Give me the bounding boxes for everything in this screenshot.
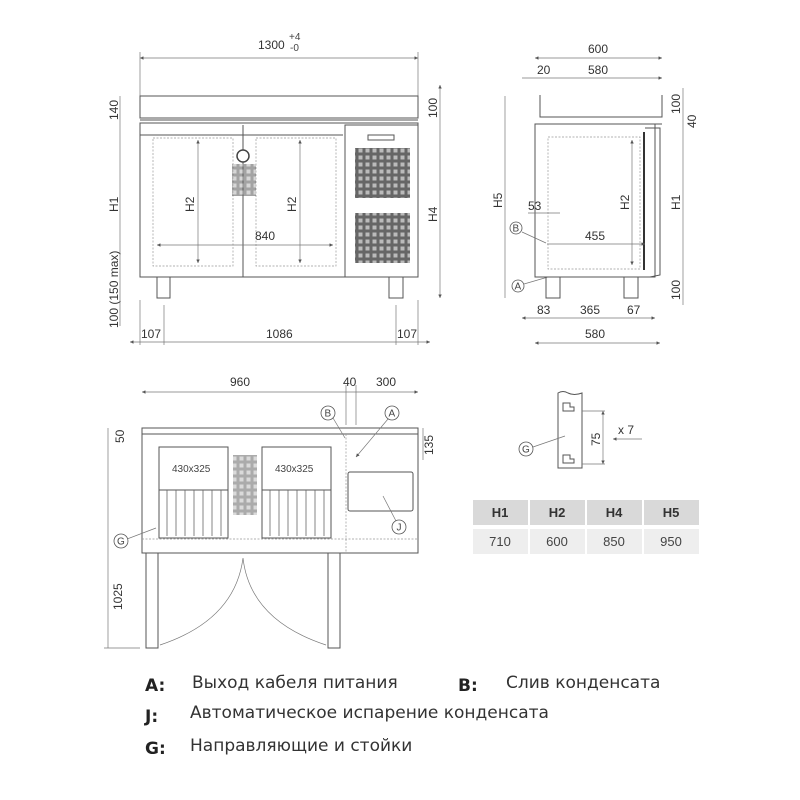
base-depth-dim: 580 bbox=[585, 327, 605, 341]
plan-marker-g: G bbox=[117, 537, 125, 548]
legend-text-j: Автоматическое испарение конденсата bbox=[190, 703, 549, 723]
lip-dim: 20 bbox=[537, 63, 551, 77]
evaporator-grille bbox=[233, 455, 257, 515]
h5-label: H5 bbox=[491, 192, 505, 208]
marker-a-circle bbox=[511, 279, 525, 293]
legend: A: Выход кабеля питания B: Слив конденса… bbox=[144, 673, 660, 759]
plan-marker-b-circle bbox=[320, 405, 336, 421]
plan-marker-a-circle bbox=[384, 405, 400, 421]
side-gap-dim: 40 bbox=[685, 114, 699, 128]
leg-front-dim: 83 bbox=[537, 303, 551, 317]
control-display bbox=[367, 134, 395, 141]
side-worktop-dim: 100 bbox=[669, 94, 683, 114]
marker-a: A bbox=[515, 282, 522, 293]
rail-count: x 7 bbox=[618, 423, 634, 437]
legend-text-b: Слив конденсата bbox=[506, 673, 660, 693]
left-door-glass bbox=[152, 137, 234, 267]
table-header: H1 bbox=[492, 505, 509, 520]
table-header: H4 bbox=[606, 505, 623, 520]
rail-marker-g-circle bbox=[518, 441, 534, 457]
top-margin-dim: 50 bbox=[113, 429, 127, 443]
table-cell: 600 bbox=[546, 534, 568, 549]
leg-left bbox=[156, 276, 171, 299]
inner-depth-dim: 580 bbox=[588, 63, 608, 77]
legend-key-b: B: bbox=[458, 676, 478, 696]
plan-body bbox=[141, 427, 419, 554]
leg-back-dim: 67 bbox=[627, 303, 641, 317]
evaporation-tray bbox=[347, 471, 414, 512]
pan-right-size: 430x325 bbox=[275, 464, 314, 475]
leg-right bbox=[388, 276, 404, 299]
comp-depth-dim: 135 bbox=[422, 435, 436, 455]
leg-span-dim: 1086 bbox=[266, 327, 293, 341]
tolerance-plus: +4 bbox=[289, 32, 301, 43]
table-header: H5 bbox=[663, 505, 680, 520]
plan-view: 960 40 300 430x325 430x325 1025 50 135 B… bbox=[104, 375, 436, 649]
plan-marker-j: J bbox=[397, 523, 402, 534]
h4-label: H4 bbox=[426, 206, 440, 222]
tolerance-minus: -0 bbox=[290, 43, 299, 54]
worktop bbox=[139, 95, 419, 119]
rail-detail: 75 x 7 G bbox=[518, 391, 642, 469]
table-cell: 710 bbox=[489, 534, 511, 549]
side-view: 600 20 580 H5 H2 53 455 B A 100 40 H1 10… bbox=[491, 42, 699, 345]
pan-left bbox=[158, 446, 229, 539]
rail-pitch-dim: 75 bbox=[589, 432, 603, 446]
cabinet-width-dim: 960 bbox=[230, 375, 250, 389]
side-h2-label: H2 bbox=[618, 194, 632, 210]
plan-marker-b: B bbox=[325, 409, 332, 420]
side-h1-label: H1 bbox=[669, 194, 683, 210]
h2-right-label: H2 bbox=[285, 196, 299, 212]
marker-b-circle bbox=[509, 221, 523, 235]
legend-key-a: A: bbox=[145, 676, 165, 696]
depth-dim: 600 bbox=[588, 42, 608, 56]
wall-dim: 40 bbox=[343, 375, 357, 389]
right-door-glass bbox=[255, 137, 337, 267]
marker-b: B bbox=[513, 224, 520, 235]
pan-left-size: 430x325 bbox=[172, 464, 211, 475]
leg-height-dim: 100 (150 max) bbox=[107, 251, 121, 328]
vent-grille bbox=[232, 164, 256, 196]
lower-grille bbox=[355, 213, 410, 263]
top-height-dim: 140 bbox=[107, 100, 121, 120]
side-leg-span-dim: 365 bbox=[580, 303, 600, 317]
table-header: H2 bbox=[549, 505, 566, 520]
worktop-dim: 100 bbox=[426, 98, 440, 118]
width-dim: 1300 bbox=[258, 38, 285, 52]
total-depth-dim: 1025 bbox=[111, 583, 125, 610]
dimension-table: H1 H2 H4 H5 710 600 850 950 bbox=[473, 500, 699, 554]
drain-width-dim: 455 bbox=[585, 229, 605, 243]
plan-marker-j-circle bbox=[391, 519, 407, 535]
table-cell: 950 bbox=[660, 534, 682, 549]
leg-right-dim: 107 bbox=[397, 327, 417, 341]
thermostat-icon bbox=[236, 149, 250, 163]
leg-left-dim: 107 bbox=[141, 327, 161, 341]
legend-key-j: J: bbox=[144, 707, 158, 727]
side-body bbox=[534, 123, 656, 278]
front-view: 1300 +4 -0 H2 H2 840 140 H1 100 (150 max… bbox=[107, 32, 442, 345]
legend-text-a: Выход кабеля питания bbox=[192, 673, 398, 693]
inner-width-dim: 840 bbox=[255, 229, 275, 243]
upper-grille bbox=[355, 148, 410, 198]
legend-text-g: Направляющие и стойки bbox=[190, 736, 412, 756]
rail-marker-g: G bbox=[522, 445, 530, 456]
pan-right bbox=[261, 446, 332, 539]
h1-label: H1 bbox=[107, 196, 121, 212]
legend-key-g: G: bbox=[145, 739, 166, 759]
drain-offset-dim: 53 bbox=[528, 199, 542, 213]
plan-marker-g-circle bbox=[113, 533, 129, 549]
h2-left-label: H2 bbox=[183, 196, 197, 212]
compressor-width-dim: 300 bbox=[376, 375, 396, 389]
plan-marker-a: A bbox=[389, 409, 396, 420]
side-leg-height-dim: 100 bbox=[669, 280, 683, 300]
compressor-panel bbox=[344, 124, 419, 278]
table-cell: 850 bbox=[603, 534, 625, 549]
